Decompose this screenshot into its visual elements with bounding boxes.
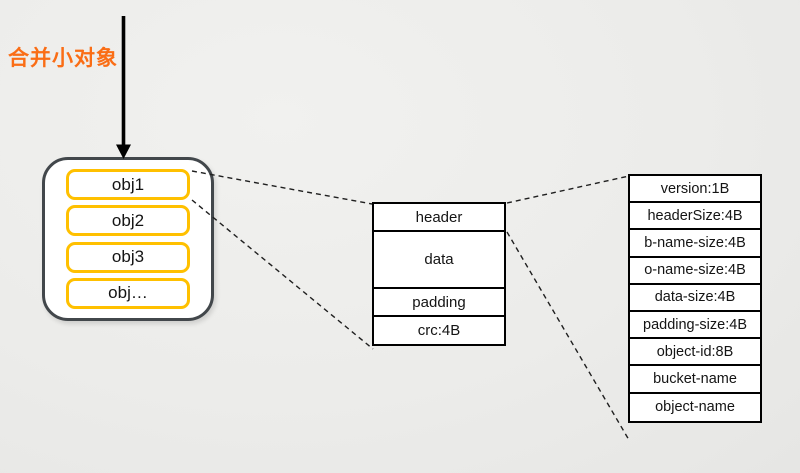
merge-small-objects-label: 合并小对象 [8,47,118,70]
object-group-container: obj1 obj2 obj3 obj… [42,157,214,321]
connector-header-to-fields-top [506,175,630,204]
header-row-version: version:1B [630,176,760,204]
object-box-obj-more: obj… [66,277,190,309]
object-box-obj1: obj1 [66,169,190,201]
connector-header-to-fields-bottom [506,231,630,441]
object-box-obj2: obj2 [66,205,190,237]
header-row-header-size: headerSize:4B [630,203,760,231]
header-fields-table: version:1B headerSize:4B b-name-size:4B … [628,174,762,423]
header-row-data-size: data-size:4B [630,285,760,312]
header-row-object-id: object-id:8B [630,339,760,367]
segment-row-data: data [374,232,504,289]
header-row-object-name: object-name [655,399,735,416]
segment-row-padding: padding [374,289,504,317]
header-row-b-name-size: b-name-size:4B [630,230,760,258]
header-row-bucket-name: bucket-name [630,366,760,394]
connector-obj-to-segment-bottom [191,199,374,350]
segment-row-crc: crc:4B [417,322,461,339]
segment-row-header: header [374,204,504,232]
header-row-o-name-size: o-name-size:4B [630,258,760,285]
segment-record-table: header data padding crc:4B [372,202,506,346]
object-box-obj3: obj3 [66,241,190,273]
header-row-padding-size: padding-size:4B [630,312,760,340]
connector-obj-to-segment-top [191,170,373,205]
